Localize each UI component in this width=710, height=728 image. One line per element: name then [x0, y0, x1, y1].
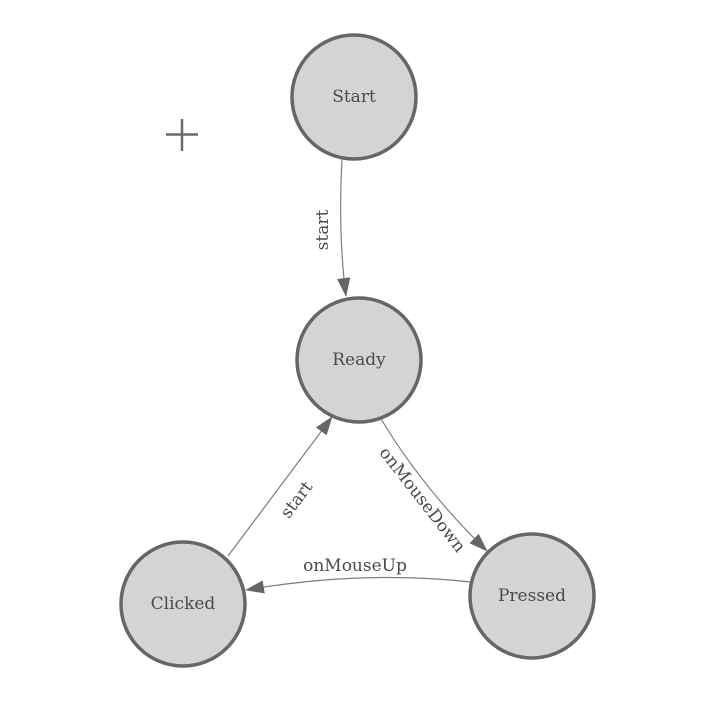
node-pressed[interactable]: Pressed [468, 532, 596, 660]
edge-clicked-to-ready-label: start [277, 478, 318, 523]
edge-pressed-to-clicked-line [245, 576, 472, 594]
edge-pressed-to-clicked: onMouseUp [245, 556, 472, 594]
node-clicked-label: Clicked [151, 594, 216, 614]
node-ready-circle[interactable] [295, 296, 423, 424]
edge-start-to-ready-label: start [313, 210, 333, 251]
node-ready-label: Ready [332, 350, 386, 370]
node-start-label: Start [332, 87, 376, 107]
edge-clicked-to-ready-line [227, 416, 333, 557]
edge-start-to-ready: start [313, 158, 351, 297]
plus-crosshair-icon [166, 119, 198, 151]
edge-start-to-ready-line [337, 158, 351, 297]
node-start-circle[interactable] [290, 33, 418, 161]
edge-ready-to-pressed: onMouseDown [375, 418, 488, 557]
node-clicked-circle[interactable] [119, 540, 247, 668]
edge-ready-to-pressed-label: onMouseDown [375, 443, 470, 556]
edge-clicked-to-ready: start [227, 416, 333, 557]
node-start[interactable]: Start [290, 33, 418, 161]
node-pressed-circle[interactable] [468, 532, 596, 660]
edge-ready-to-pressed-line [380, 418, 488, 552]
edge-pressed-to-clicked-label: onMouseUp [303, 556, 407, 576]
node-pressed-label: Pressed [498, 586, 566, 606]
node-clicked[interactable]: Clicked [119, 540, 247, 668]
node-ready[interactable]: Ready [295, 296, 423, 424]
